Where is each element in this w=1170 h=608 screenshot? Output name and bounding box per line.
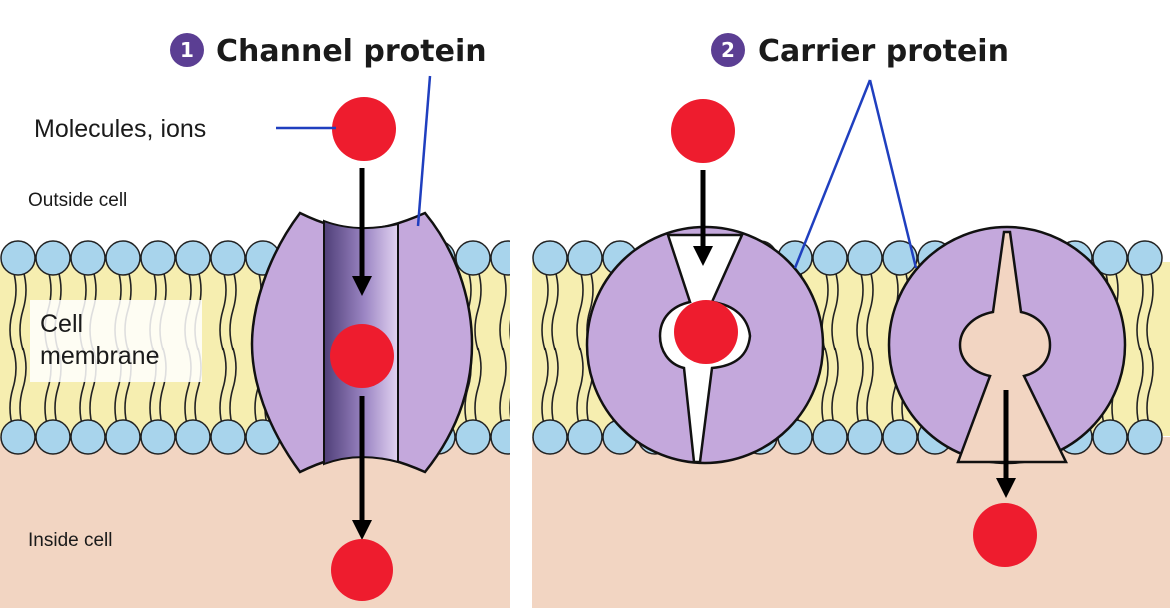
- lipid-tail: [9, 347, 17, 429]
- phospholipid-head: [70, 240, 106, 276]
- lipid-tail: [19, 347, 27, 429]
- lipid-tail: [219, 269, 227, 351]
- lipid-tail: [1136, 347, 1144, 429]
- phospholipid-head: [1092, 419, 1128, 455]
- phospholipid-head: [105, 419, 141, 455]
- phospholipid-head: [140, 240, 176, 276]
- lipid-tail: [219, 347, 227, 429]
- molecule: [674, 300, 738, 364]
- lipid-tail: [499, 269, 507, 351]
- lipid-tail: [856, 347, 864, 429]
- panel-channel: Cell membrane Molecules, ions Outside ce…: [0, 33, 526, 608]
- phospholipid-head: [175, 419, 211, 455]
- phospholipid-head: [70, 419, 106, 455]
- phospholipid-head: [532, 419, 568, 455]
- phospholipid-head: [847, 240, 883, 276]
- molecule: [332, 97, 396, 161]
- lipid-tail: [229, 347, 237, 429]
- membrane-label-line1: Cell: [40, 310, 83, 338]
- phospholipid-head: [882, 419, 918, 455]
- carrier-leader-line: [868, 79, 918, 269]
- badge-1: [170, 33, 204, 67]
- channel-protein-title: Channel protein: [216, 34, 487, 69]
- badge-2: [711, 33, 745, 67]
- lipid-tail: [866, 347, 874, 429]
- panel-carrier: 2 Carrier protein: [532, 33, 1170, 608]
- phospholipid-head: [812, 240, 848, 276]
- inside-cell-label: Inside cell: [28, 530, 113, 551]
- phospholipid-head: [455, 240, 491, 276]
- phospholipid-head: [210, 419, 246, 455]
- carrier-leader-line: [793, 79, 872, 269]
- molecule: [671, 99, 735, 163]
- lipid-tail: [831, 347, 839, 429]
- phospholipid-head: [105, 240, 141, 276]
- phospholipid-head: [1127, 240, 1163, 276]
- lipid-tail: [474, 269, 482, 351]
- lipid-tail: [576, 347, 584, 429]
- lipid-tail: [19, 269, 27, 351]
- lipid-tail: [831, 269, 839, 351]
- lipid-tail: [9, 269, 17, 351]
- lipid-tail: [866, 269, 874, 351]
- lipid-tail: [821, 347, 829, 429]
- lipid-tail: [541, 269, 549, 351]
- phospholipid-head: [35, 419, 71, 455]
- phospholipid-head: [35, 240, 71, 276]
- molecule: [331, 539, 393, 601]
- molecule: [973, 503, 1037, 567]
- phospholipid-head: [210, 240, 246, 276]
- carrier-binding-gap: [956, 230, 1069, 464]
- phospholipid-head: [567, 240, 603, 276]
- lipid-tail: [551, 347, 559, 429]
- phospholipid-head: [1092, 240, 1128, 276]
- phospholipid-head: [882, 240, 918, 276]
- molecules-label: Molecules, ions: [34, 115, 206, 143]
- phospholipid-head: [847, 419, 883, 455]
- lipid-tail: [551, 269, 559, 351]
- cytoplasm-region: [532, 437, 1170, 608]
- badge-1-number: 1: [180, 38, 194, 62]
- phospholipid-head: [812, 419, 848, 455]
- lipid-tail: [1146, 347, 1154, 429]
- molecule: [330, 324, 394, 388]
- phospholipid-head: [140, 419, 176, 455]
- channel-leader-line: [416, 75, 432, 227]
- lipid-tail: [541, 347, 549, 429]
- lipid-tail: [474, 347, 482, 429]
- phospholipid-head: [175, 240, 211, 276]
- phospholipid-head: [0, 240, 36, 276]
- lipid-tail: [576, 269, 584, 351]
- phospholipid-head: [1127, 419, 1163, 455]
- lipid-tail: [856, 269, 864, 351]
- lipid-tail: [1146, 269, 1154, 351]
- badge-2-number: 2: [721, 38, 735, 62]
- outside-cell-label: Outside cell: [28, 190, 127, 211]
- phospholipid-head: [455, 419, 491, 455]
- phospholipid-head: [0, 419, 36, 455]
- phospholipid-head: [567, 419, 603, 455]
- panel-divider: [510, 228, 532, 608]
- lipid-tail: [229, 269, 237, 351]
- carrier-protein-title: Carrier protein: [758, 34, 1009, 69]
- membrane-label-line2: membrane: [40, 342, 160, 370]
- phospholipid-head: [532, 240, 568, 276]
- lipid-tail: [499, 347, 507, 429]
- lipid-tail: [1136, 269, 1144, 351]
- membrane-label-box: [30, 300, 202, 382]
